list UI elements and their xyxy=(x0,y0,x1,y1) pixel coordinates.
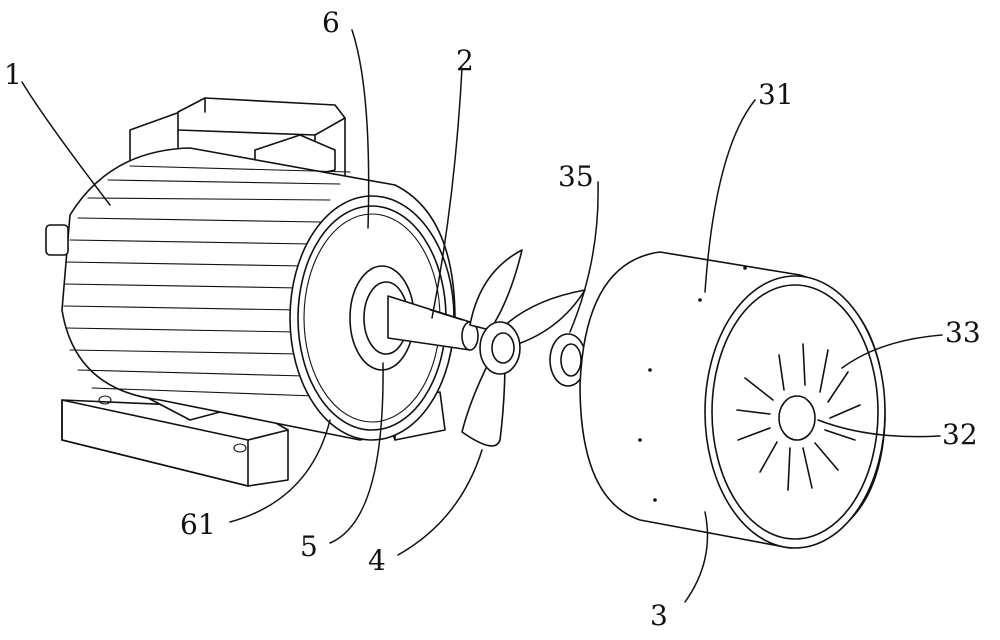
label-32: 32 xyxy=(942,418,978,451)
label-35: 35 xyxy=(558,160,594,193)
label-2: 2 xyxy=(456,44,474,77)
label-1: 1 xyxy=(4,58,22,91)
vent-slots xyxy=(736,343,861,491)
label-33: 33 xyxy=(945,316,981,349)
label-4: 4 xyxy=(368,544,386,577)
label-61: 61 xyxy=(180,508,216,541)
label-6: 6 xyxy=(322,6,340,39)
ring xyxy=(549,333,587,387)
cover-shell xyxy=(579,251,886,549)
end-cover xyxy=(289,195,479,441)
label-31: 31 xyxy=(758,78,794,111)
fan xyxy=(461,249,586,447)
leader-lines xyxy=(21,29,943,603)
label-3: 3 xyxy=(650,599,668,632)
part-labels: 1 6 2 31 35 33 32 61 5 4 3 xyxy=(4,6,981,632)
label-5: 5 xyxy=(300,530,318,563)
